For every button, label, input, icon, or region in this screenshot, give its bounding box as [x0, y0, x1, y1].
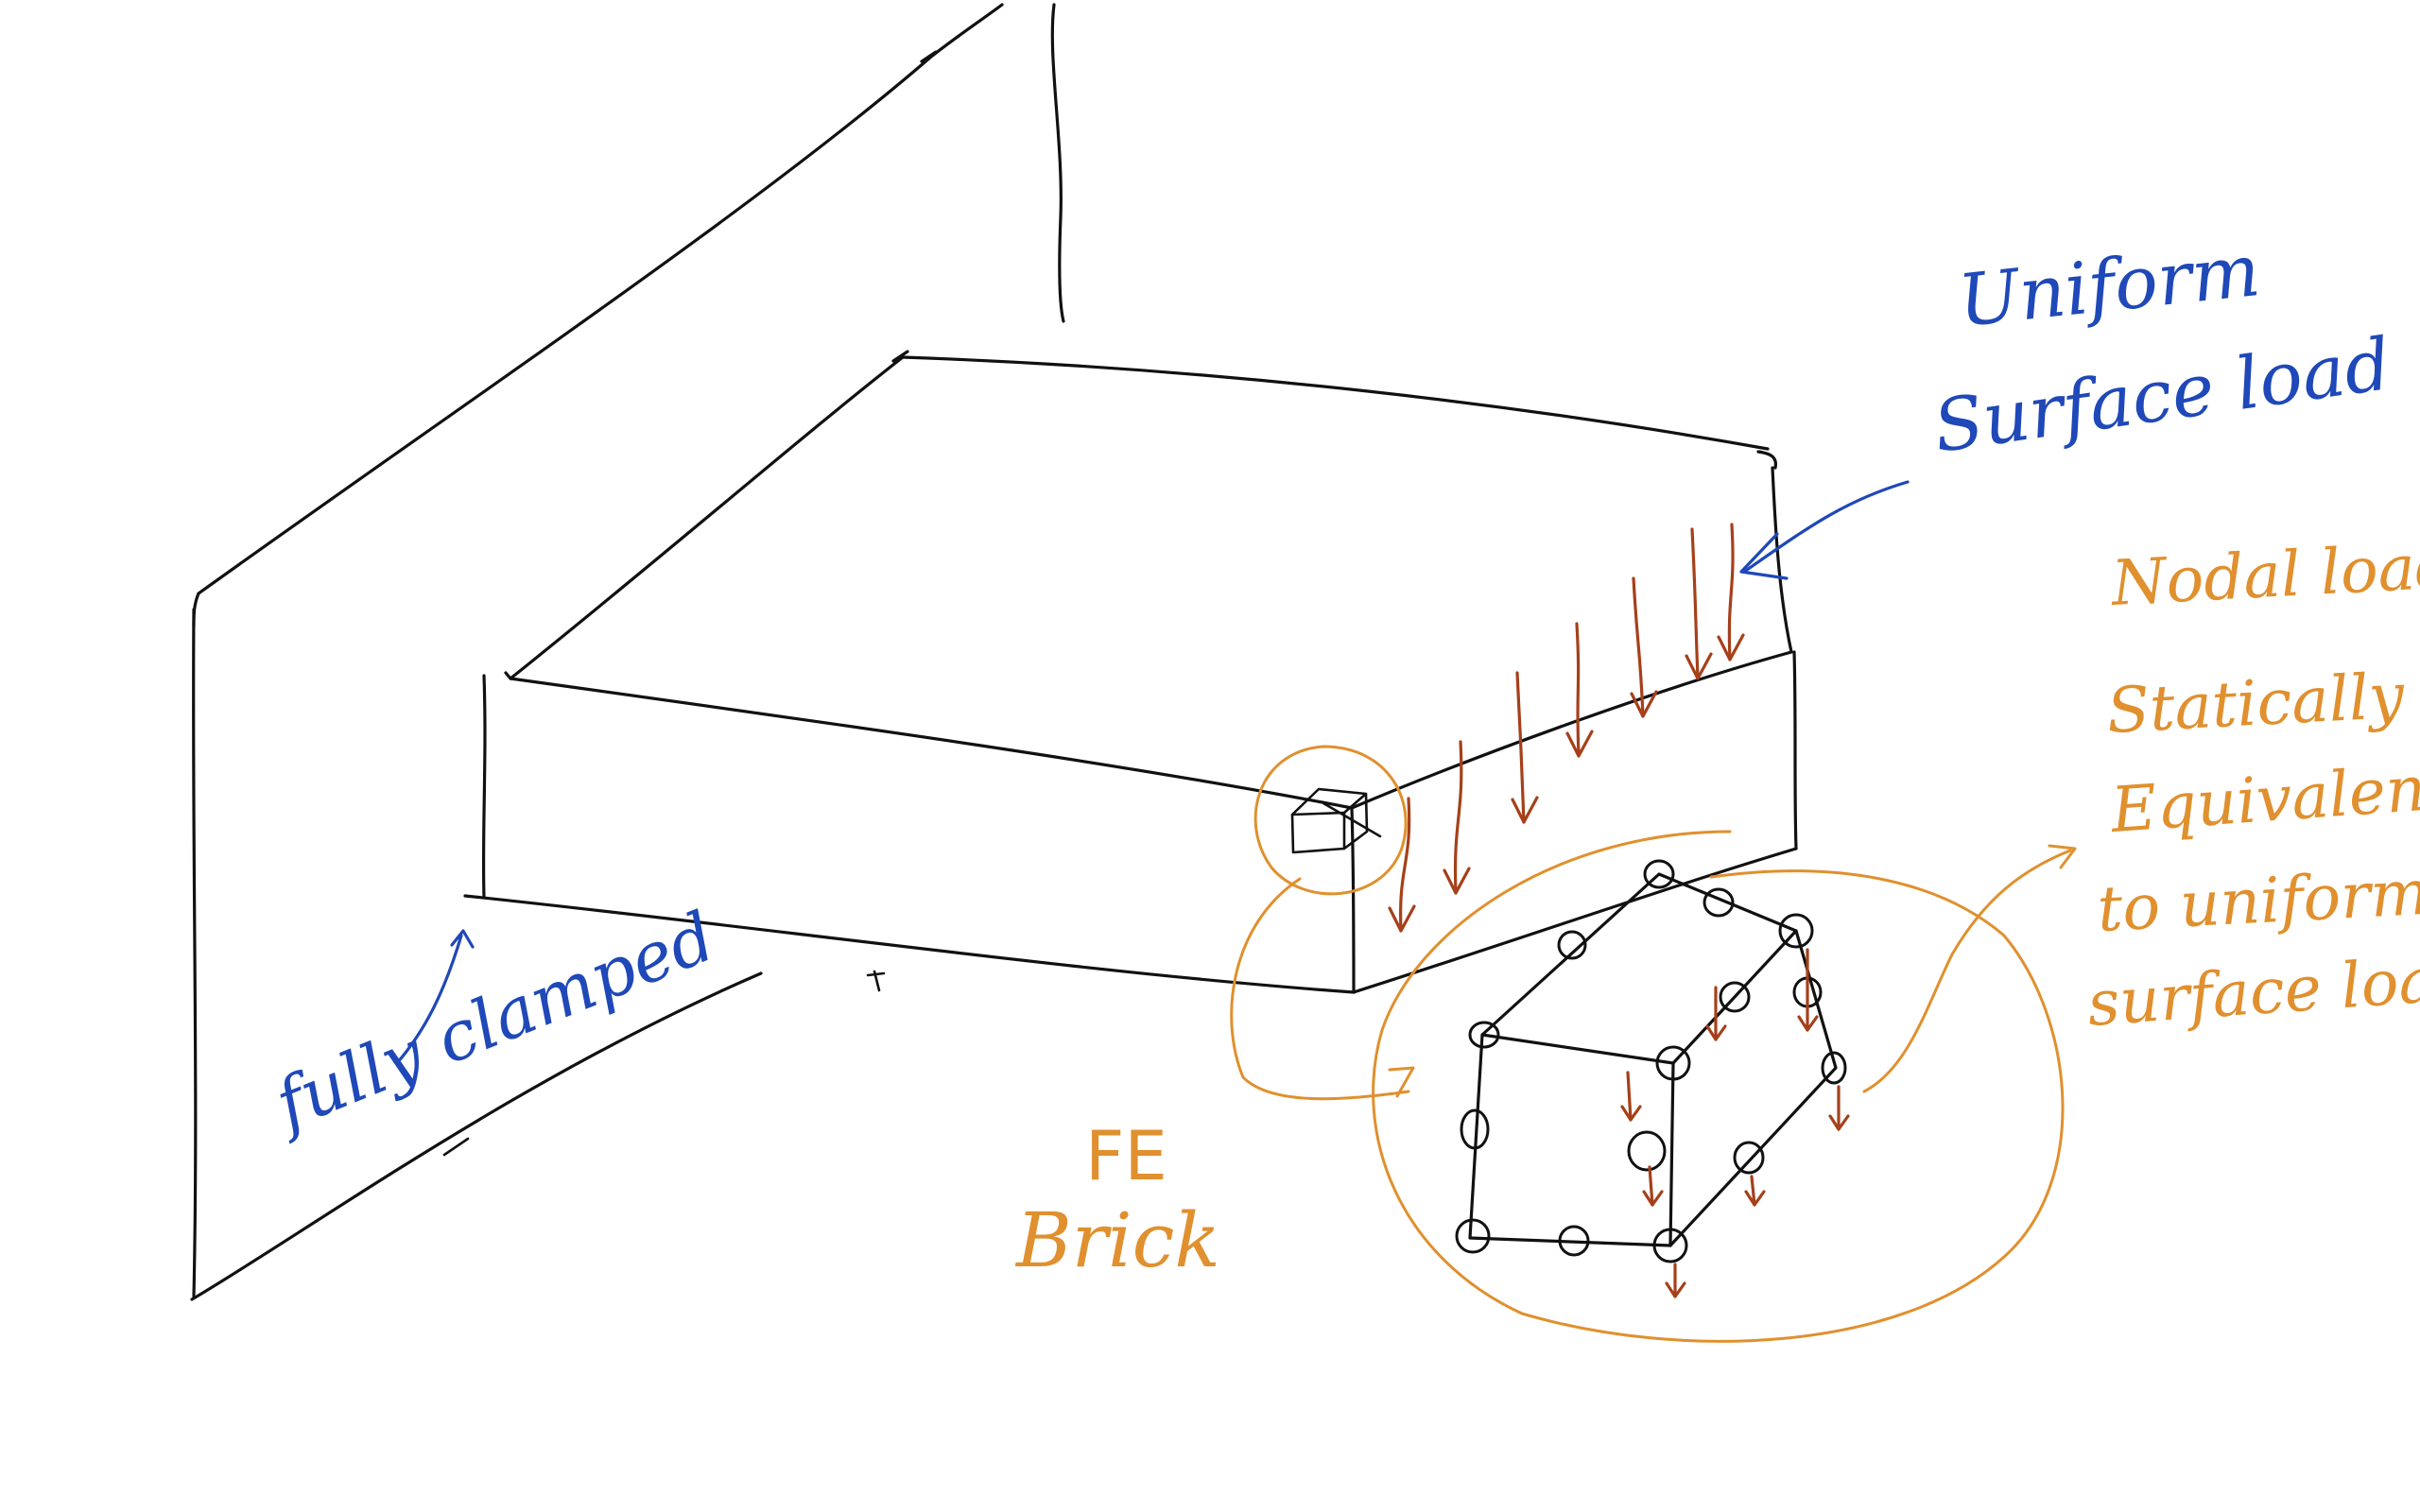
brick-node	[1733, 1141, 1765, 1175]
surface-load-arrow	[1511, 671, 1539, 824]
nodal-load-arrow	[1797, 948, 1819, 1032]
nodal-load-label: Nodal load	[2108, 529, 2420, 620]
surface-load-arrow	[1630, 576, 1658, 718]
statically-label: Statically	[2105, 660, 2407, 747]
brick-node	[1655, 1045, 1691, 1081]
fe-brick-callout: FE Brick	[1014, 1116, 1220, 1284]
brick-node	[1821, 1051, 1847, 1085]
brick-node	[1627, 1130, 1667, 1172]
cantilever-block	[463, 350, 1798, 994]
nodal-load-arrow	[1705, 986, 1727, 1041]
surface-load-arrow	[1565, 622, 1594, 758]
nodal-load-arrow	[1642, 1165, 1664, 1207]
surface-load-arrow	[1685, 527, 1713, 680]
brick-node	[1778, 913, 1814, 949]
surface-load-arrow	[1388, 797, 1416, 933]
brick-node	[1643, 859, 1675, 889]
nodal-load-arrow	[1665, 1263, 1686, 1298]
fe-brick-element	[1455, 859, 1850, 1298]
brick-node	[1652, 1228, 1688, 1263]
fe-label: FE	[1085, 1116, 1167, 1195]
uniform-label: Uniform	[1955, 228, 2264, 343]
surface-load-arrow	[1717, 523, 1745, 662]
nodal-load-arrow	[1744, 1175, 1766, 1207]
brick-label: Brick	[1014, 1196, 1220, 1284]
nodal-load-arrow	[1620, 1071, 1642, 1122]
clamped-wall	[190, 3, 1065, 1301]
nodal-load-arrow	[1828, 1085, 1850, 1131]
uniform-load-callout: Uniform Surface load	[1739, 228, 2395, 580]
zoom-circle	[1230, 745, 2077, 1343]
surface-load-orange-label: surface load	[2085, 940, 2420, 1040]
surface-load-label: Surface load	[1928, 321, 2395, 469]
surface-load-arrows	[1388, 523, 1745, 933]
equivalent-label: Equivalent	[2108, 750, 2420, 847]
brick-node	[1557, 930, 1587, 960]
selected-element-marker	[1290, 787, 1382, 854]
to-uniform-label: to uniform	[2096, 856, 2420, 946]
brick-node	[1455, 1218, 1491, 1254]
brick-node	[1703, 887, 1735, 918]
nodal-load-callout: Nodal load Statically Equivalent to unif…	[2085, 529, 2420, 1040]
brick-node	[1558, 1225, 1590, 1257]
brick-node	[1468, 1021, 1500, 1049]
brick-node	[1719, 981, 1751, 1013]
surface-load-arrow	[1443, 740, 1471, 895]
brick-node	[1460, 1108, 1490, 1150]
